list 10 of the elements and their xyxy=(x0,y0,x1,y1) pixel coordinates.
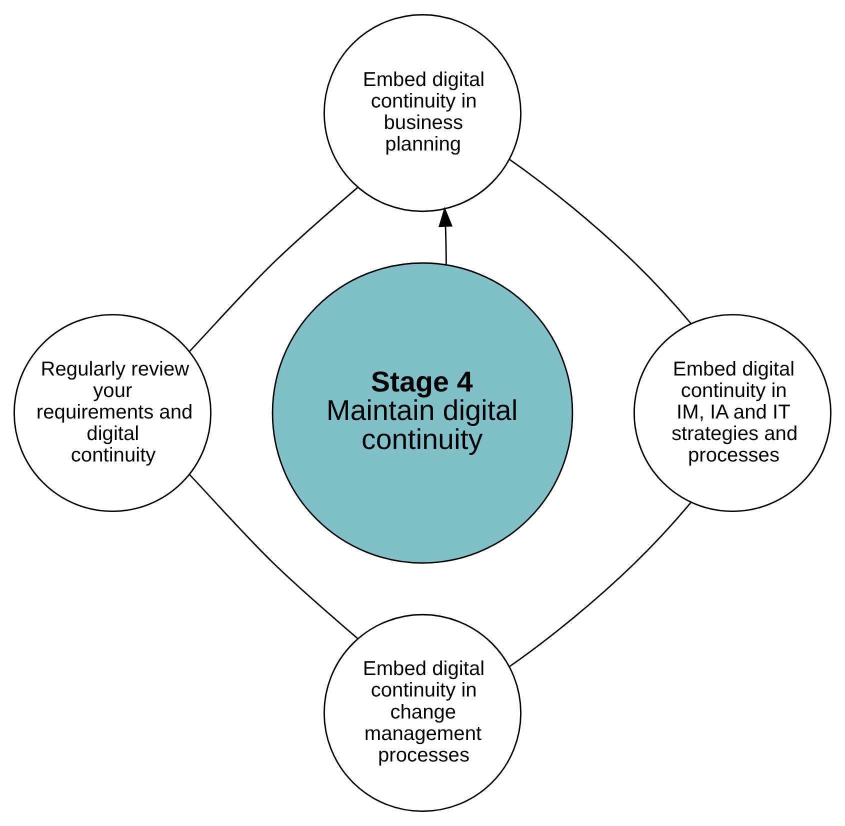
connector xyxy=(189,187,358,352)
node-circle: Embed digital continuity in IM, IA and IT strategies and processes xyxy=(633,314,832,512)
connector xyxy=(508,158,692,324)
arrow xyxy=(438,206,453,265)
node-circle: Embed digital continuity in business planning xyxy=(323,14,522,212)
node-circle: Stage 4 Maintain digital continuity xyxy=(272,262,574,564)
node-circle: Embed digital continuity in change management processes xyxy=(323,614,522,812)
connector xyxy=(508,502,692,668)
connector xyxy=(189,474,358,639)
node-circle: Regularly review your requirements and digital continuity xyxy=(13,314,212,512)
